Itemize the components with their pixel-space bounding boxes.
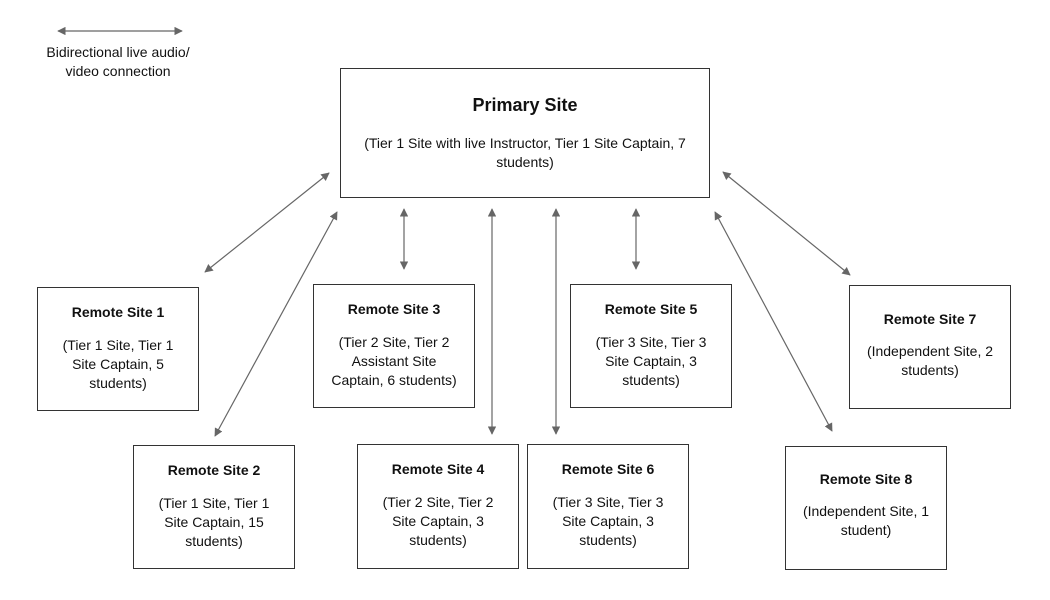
remote-site-8-description: (Independent Site, 1 student) xyxy=(802,503,930,538)
remote-site-6-box: Remote Site 6 (Tier 3 Site, Tier 3 Site … xyxy=(527,444,689,569)
remote-site-1-description: (Tier 1 Site, Tier 1 Site Captain, 5 stu… xyxy=(62,337,174,391)
remote-site-5-description: (Tier 3 Site, Tier 3 Site Captain, 3 stu… xyxy=(595,334,707,388)
remote-site-4-box: Remote Site 4 (Tier 2 Site, Tier 2 Site … xyxy=(357,444,519,569)
remote-site-7-box: Remote Site 7 (Independent Site, 2 stude… xyxy=(849,285,1011,409)
arrow-primary-site7 xyxy=(722,171,851,276)
remote-site-2-title: Remote Site 2 xyxy=(167,462,261,478)
remote-site-5-box: Remote Site 5 (Tier 3 Site, Tier 3 Site … xyxy=(570,284,732,408)
remote-site-8-title: Remote Site 8 xyxy=(819,471,913,487)
remote-site-2-description: (Tier 1 Site, Tier 1 Site Captain, 15 st… xyxy=(158,495,270,549)
primary-site-description: (Tier 1 Site with live Instructor, Tier … xyxy=(364,135,686,170)
remote-site-4-description: (Tier 2 Site, Tier 2 Site Captain, 3 stu… xyxy=(382,494,494,548)
remote-site-7-description: (Independent Site, 2 students) xyxy=(866,343,994,378)
remote-site-6-description: (Tier 3 Site, Tier 3 Site Captain, 3 stu… xyxy=(552,494,664,548)
arrow-primary-site2 xyxy=(214,211,338,437)
arrow-primary-site8 xyxy=(714,211,833,432)
remote-site-3-title: Remote Site 3 xyxy=(347,301,441,317)
arrow-primary-site1 xyxy=(204,172,330,273)
remote-site-5-title: Remote Site 5 xyxy=(604,301,698,317)
primary-site-title: Primary Site xyxy=(472,95,578,115)
remote-site-6-title: Remote Site 6 xyxy=(561,461,655,477)
remote-site-2-box: Remote Site 2 (Tier 1 Site, Tier 1 Site … xyxy=(133,445,295,569)
remote-site-7-title: Remote Site 7 xyxy=(883,311,977,327)
legend-label: Bidirectional live audio/ video connecti… xyxy=(46,44,190,79)
remote-site-1-title: Remote Site 1 xyxy=(71,304,165,320)
remote-site-4-title: Remote Site 4 xyxy=(391,461,485,477)
remote-site-3-box: Remote Site 3 (Tier 2 Site, Tier 2 Assis… xyxy=(313,284,475,408)
remote-site-1-box: Remote Site 1 (Tier 1 Site, Tier 1 Site … xyxy=(37,287,199,411)
remote-site-3-description: (Tier 2 Site, Tier 2 Assistant Site Capt… xyxy=(331,334,457,388)
primary-site-box: Primary Site (Tier 1 Site with live Inst… xyxy=(340,68,710,198)
remote-site-8-box: Remote Site 8 (Independent Site, 1 stude… xyxy=(785,446,947,570)
